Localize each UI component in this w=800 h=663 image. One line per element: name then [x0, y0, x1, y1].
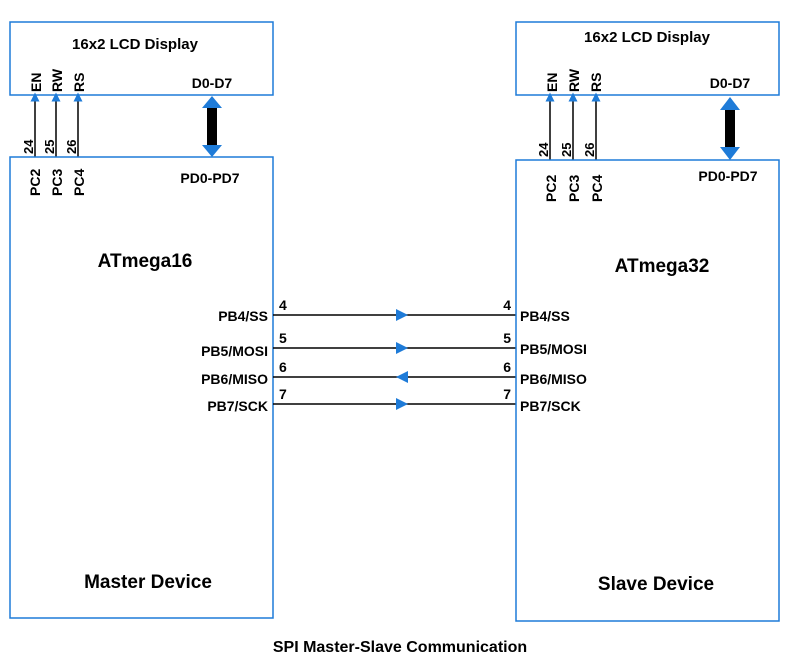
slave-lcd-title: 16x2 LCD Display — [584, 29, 711, 46]
spi-mosi-arrow — [396, 342, 408, 354]
master-lcd-title: 16x2 LCD Display — [72, 36, 199, 53]
master-spi-label-ss: PB4/SS — [218, 308, 268, 324]
slave-mcu-name: ATmega32 — [615, 256, 710, 277]
master-spi-label-sck: PB7/SCK — [207, 398, 268, 414]
slave-lcd-rs-label: RS — [588, 73, 604, 92]
master-lcd-en-label: EN — [28, 73, 44, 92]
slave-data-bus — [725, 109, 735, 148]
slave-lcd-rw-label: RW — [566, 68, 582, 92]
slave-lcd-data-label: D0-D7 — [710, 75, 751, 91]
slave-spi-label-mosi: PB5/MOSI — [520, 341, 587, 357]
spi-sck-arrow — [396, 398, 408, 410]
slave-pin-25: 25 — [559, 143, 574, 157]
master-data-port: PD0-PD7 — [180, 170, 239, 186]
master-port-pc2: PC2 — [27, 169, 43, 196]
master-lcd-data-label: D0-D7 — [192, 75, 233, 91]
master-spi-num-5: 5 — [279, 330, 287, 346]
master-bus-arrow-up — [202, 96, 222, 108]
slave-spi-label-sck: PB7/SCK — [520, 398, 581, 414]
master-mcu-name: ATmega16 — [98, 251, 193, 272]
master-port-pc3: PC3 — [49, 169, 65, 196]
spi-miso-arrow — [396, 371, 408, 383]
master-spi-num-6: 6 — [279, 359, 287, 375]
slave-pin-26: 26 — [582, 143, 597, 157]
spi-ss-arrow — [396, 309, 408, 321]
master-lcd-rw-label: RW — [49, 68, 65, 92]
slave-spi-label-ss: PB4/SS — [520, 308, 570, 324]
slave-spi-num-6: 6 — [503, 359, 511, 375]
master-pin-24: 24 — [21, 139, 36, 154]
slave-port-pc3: PC3 — [566, 175, 582, 202]
master-spi-label-mosi: PB5/MOSI — [201, 343, 268, 359]
master-mcu-box — [9, 156, 274, 619]
slave-port-pc4: PC4 — [589, 175, 605, 202]
master-lcd-box — [9, 21, 274, 96]
diagram-caption: SPI Master-Slave Communication — [273, 639, 527, 656]
master-pin-25: 25 — [42, 140, 57, 154]
slave-spi-num-5: 5 — [503, 330, 511, 346]
slave-lcd-box — [515, 21, 780, 96]
master-bus-arrow-down — [202, 145, 222, 157]
master-lcd-rs-label: RS — [71, 73, 87, 92]
slave-port-pc2: PC2 — [543, 175, 559, 202]
slave-spi-num-7: 7 — [503, 386, 511, 402]
master-pin-26: 26 — [64, 140, 79, 154]
slave-spi-num-4: 4 — [503, 297, 511, 313]
slave-pin-24: 24 — [536, 142, 551, 157]
slave-bus-arrow-up — [720, 97, 740, 110]
slave-mcu-box — [515, 159, 780, 622]
slave-spi-label-miso: PB6/MISO — [520, 371, 587, 387]
slave-role: Slave Device — [598, 574, 714, 595]
master-role: Master Device — [84, 572, 212, 593]
slave-data-port: PD0-PD7 — [698, 168, 757, 184]
master-port-pc4: PC4 — [71, 169, 87, 196]
master-spi-num-4: 4 — [279, 297, 287, 313]
master-data-bus — [207, 107, 217, 145]
master-spi-label-miso: PB6/MISO — [201, 371, 268, 387]
slave-lcd-en-label: EN — [544, 73, 560, 92]
slave-bus-arrow-down — [720, 147, 740, 160]
master-spi-num-7: 7 — [279, 386, 287, 402]
